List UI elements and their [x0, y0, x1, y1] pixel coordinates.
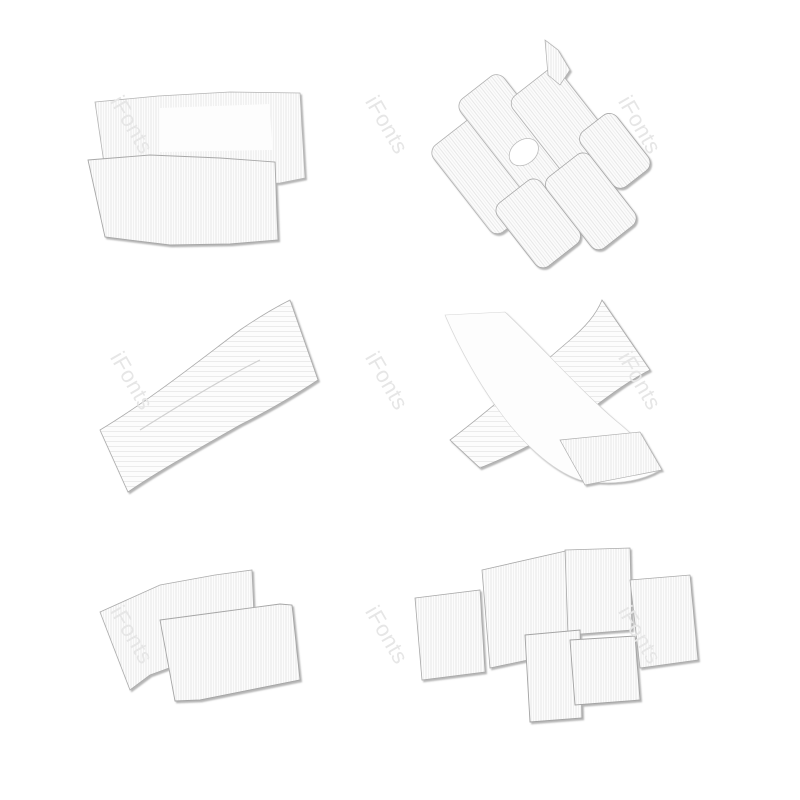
brush-stroke-set-4	[444, 299, 663, 486]
brush-stroke-set-5	[99, 569, 301, 702]
brush-stroke-set-2	[431, 39, 651, 269]
brush-stroke-set-1	[87, 91, 306, 246]
brush-stroke-set-3	[99, 299, 319, 493]
brush-stroke-set-6	[414, 547, 699, 723]
